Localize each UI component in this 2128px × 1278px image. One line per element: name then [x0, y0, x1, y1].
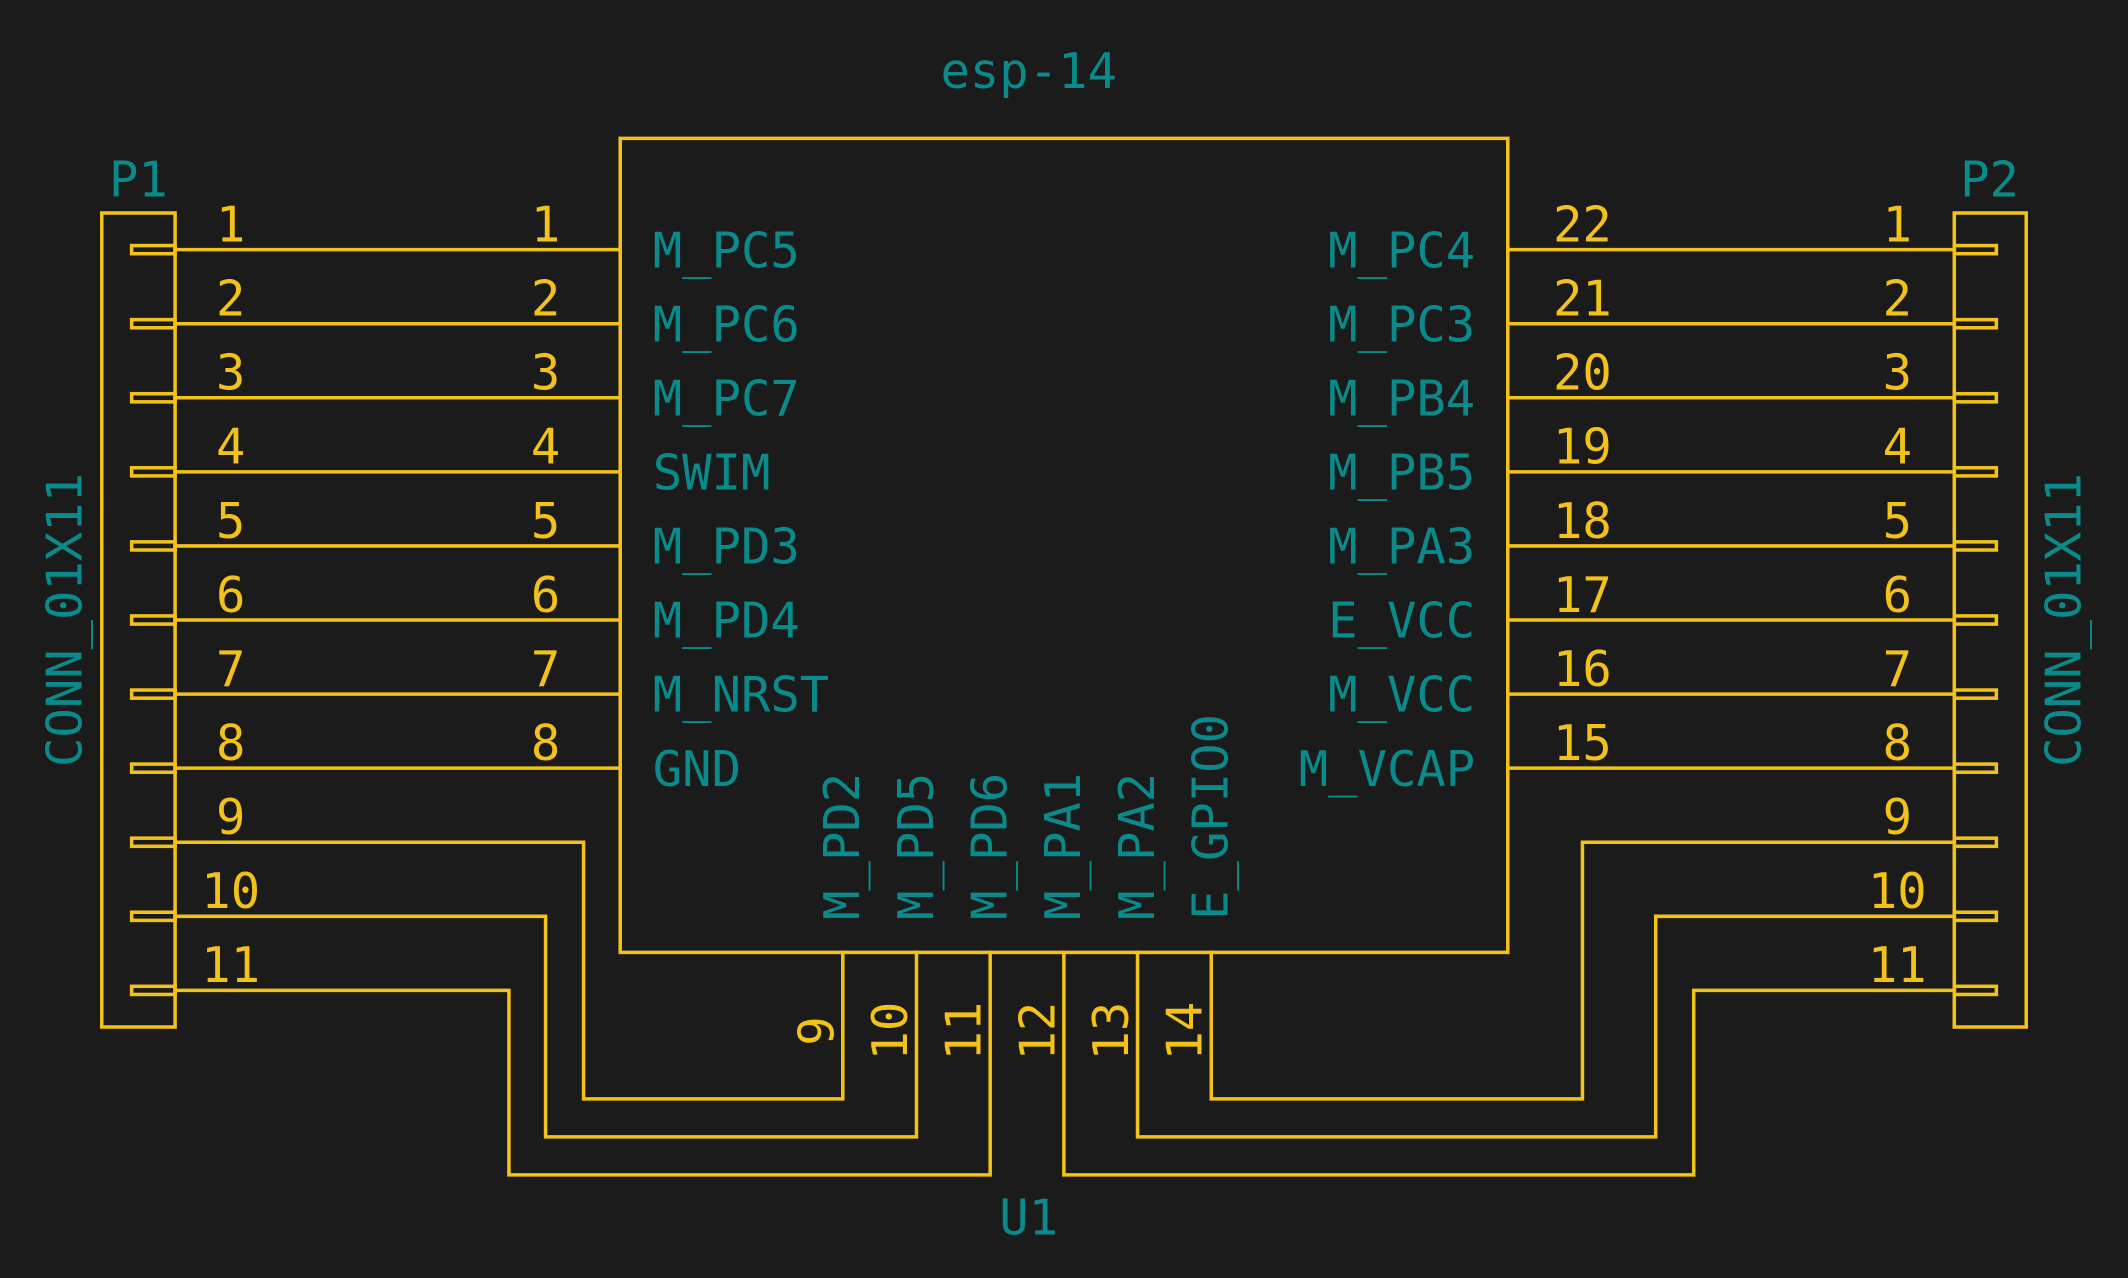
p1-pin-number: 2: [216, 271, 245, 328]
u1-pin-name: E_GPIO0: [1183, 714, 1240, 920]
u1-pin-number: 20: [1553, 345, 1612, 402]
p1-pins: 1 2 3 4 5 6 7 8 9 10 11: [129, 196, 260, 997]
u1-pin-number: 13: [1083, 1002, 1140, 1061]
wire[interactable]: [1209, 840, 1957, 1101]
u1-pin-number: 18: [1553, 493, 1612, 550]
p1-pin-number: 3: [216, 345, 245, 402]
u1-left-pins: 1 M_PC5 2 M_PC6 3 M_PC7 4 SWIM 5 M_PD3 6 M_PD4 7 M_NR…: [531, 196, 829, 797]
u1-pin-name: M_PD6: [961, 773, 1018, 920]
u1-pin-name: M_PD3: [653, 519, 800, 576]
u1-pin-name: M_PC6: [653, 296, 800, 353]
p1-pin-number: 4: [216, 419, 245, 476]
u1-pin-name: M_NRST: [653, 667, 829, 724]
p2-value-label: CONN_01X11: [2035, 473, 2092, 767]
p2-pin-number: 7: [1883, 641, 1912, 698]
u1-pin-name: M_PC7: [653, 370, 800, 427]
u1-pin-number: 10: [862, 1002, 919, 1061]
p2-pin-number: 10: [1868, 863, 1927, 920]
p1-pin-number: 5: [216, 493, 245, 550]
u1-pin-number: 14: [1157, 1002, 1214, 1061]
wire[interactable]: [173, 950, 992, 1177]
u1-pin-name: GND: [653, 741, 741, 798]
u1-pin-number: 16: [1553, 641, 1612, 698]
p1-pin-number: 1: [216, 196, 245, 253]
p1-reference-label: P1: [109, 152, 168, 209]
p1-pin-number: 10: [201, 863, 260, 920]
u1-right-pins: 22 M_PC4 21 M_PC3 20 M_PB4 19 M_PB5 18 M_PA3 17 E_V…: [1299, 196, 1612, 797]
u1-pin-number: 19: [1553, 419, 1612, 476]
u1-pin-number: 7: [531, 641, 560, 698]
u1-reference-label: U1: [999, 1190, 1058, 1247]
u1-pin-name: M_PC4: [1328, 222, 1475, 279]
wire[interactable]: [1135, 914, 1957, 1139]
p2-pin-number: 2: [1883, 271, 1912, 328]
u1-pin-number: 21: [1553, 271, 1612, 328]
p2-pin-number: 11: [1868, 937, 1927, 994]
p2-pin-number: 6: [1883, 567, 1912, 624]
u1-pin-number: 12: [1009, 1002, 1066, 1061]
u1-pin-name: M_PA1: [1035, 773, 1092, 920]
p1-value-label: CONN_01X11: [36, 473, 93, 767]
u1-pin-name: M_PB4: [1328, 370, 1475, 427]
u1-pin-name: M_PC3: [1328, 296, 1475, 353]
wire[interactable]: [173, 840, 845, 1101]
p1-pin-number: 6: [216, 567, 245, 624]
u1-pin-name: M_PD2: [814, 773, 871, 920]
u1-pin-number: 4: [531, 419, 560, 476]
u1-pin-number: 11: [936, 1002, 993, 1061]
u1-pin-name: M_PC5: [653, 222, 800, 279]
p2-pins: 1 2 3 4 5 6 7 8 9 10 11: [1868, 196, 1999, 997]
u1-value-label: esp-14: [941, 43, 1117, 100]
u1-pin-number: 5: [531, 493, 560, 550]
u1-pin-number: 17: [1553, 567, 1612, 624]
p2-reference-label: P2: [1960, 152, 2019, 209]
u1-pin-name: M_PB5: [1328, 445, 1475, 502]
u1-bottom-pins: 9 M_PD2 10 M_PD5 11 M_PD6 12 M_PA1 13 M_PA2 14 E_GP…: [788, 714, 1239, 1060]
component-p1[interactable]: P1 CONN_01X11 1 2 3 4 5 6 7 8 9 10 11: [36, 152, 260, 1029]
p2-pin-number: 4: [1883, 419, 1912, 476]
p2-pin-number: 9: [1883, 789, 1912, 846]
u1-pin-name: M_PD5: [888, 773, 945, 920]
u1-pin-number: 9: [788, 1016, 845, 1045]
p2-pin-number: 8: [1883, 715, 1912, 772]
u1-pin-name: M_PA3: [1328, 519, 1475, 576]
wires: [173, 247, 1957, 1177]
p2-pin-number: 3: [1883, 345, 1912, 402]
p1-pin-number: 9: [216, 789, 245, 846]
u1-pin-name: M_VCC: [1328, 667, 1475, 724]
u1-pin-number: 15: [1553, 715, 1612, 772]
wire[interactable]: [1062, 950, 1957, 1177]
p2-pin-number: 1: [1883, 196, 1912, 253]
u1-pin-name: M_VCAP: [1299, 741, 1475, 798]
u1-pin-number: 22: [1553, 196, 1612, 253]
u1-pin-number: 3: [531, 345, 560, 402]
p2-pin-number: 5: [1883, 493, 1912, 550]
u1-pin-name: E_VCC: [1328, 593, 1475, 650]
u1-pin-number: 8: [531, 715, 560, 772]
p1-pin-number: 11: [201, 937, 260, 994]
u1-pin-number: 2: [531, 271, 560, 328]
component-u1[interactable]: esp-14 U1 1 M_PC5 2 M_PC6 3 M_PC7 4 SWIM 5 M_PD3 6…: [531, 43, 1612, 1246]
u1-pin-name: M_PA2: [1109, 773, 1166, 920]
u1-pin-number: 1: [531, 196, 560, 253]
p1-pin-number: 8: [216, 715, 245, 772]
p1-pin-number: 7: [216, 641, 245, 698]
u1-pin-name: SWIM: [653, 445, 771, 502]
wire[interactable]: [173, 914, 919, 1139]
u1-pin-name: M_PD4: [653, 593, 800, 650]
u1-pin-number: 6: [531, 567, 560, 624]
